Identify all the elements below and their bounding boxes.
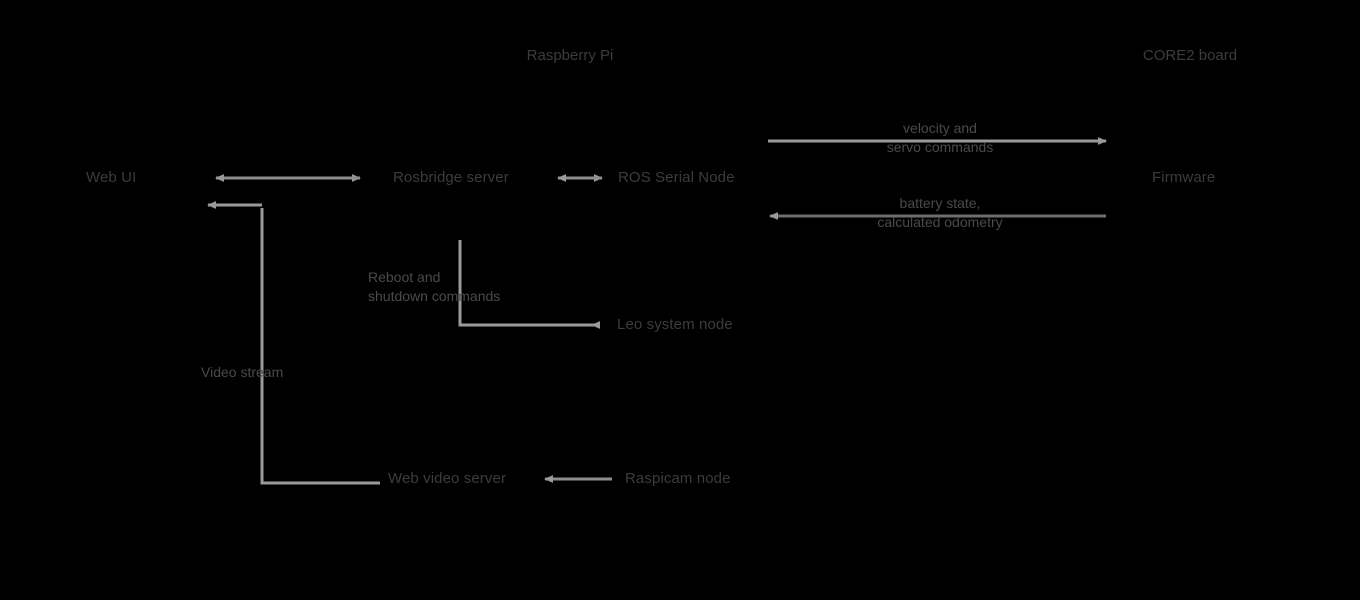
edge-label-velocity-servo-line2: servo commands xyxy=(886,139,994,155)
edge-label-video-stream: Video stream xyxy=(201,364,284,380)
edge-label-battery-odometry-line1: battery state, xyxy=(899,195,981,211)
node-web-ui[interactable]: Web UI xyxy=(86,169,137,186)
node-ros-serial-node[interactable]: ROS Serial Node xyxy=(618,169,735,186)
node-web-video-server[interactable]: Web video server xyxy=(388,470,507,487)
node-rosbridge-server[interactable]: Rosbridge server xyxy=(393,169,509,186)
group-title-raspberry-pi: Raspberry Pi xyxy=(526,47,614,64)
edge-label-reboot-shutdown: Reboot and shutdown commands xyxy=(368,268,552,306)
edge-label-reboot-shutdown-line1: Reboot and xyxy=(368,269,441,285)
node-firmware[interactable]: Firmware xyxy=(1152,169,1216,186)
edge-label-velocity-servo: velocity and servo commands xyxy=(810,119,1070,157)
edge-label-battery-odometry: battery state, calculated odometry xyxy=(790,194,1090,232)
edge-video-stream xyxy=(207,201,380,485)
node-leo-system-node[interactable]: Leo system node xyxy=(617,316,733,333)
edge-label-battery-odometry-line2: calculated odometry xyxy=(877,214,1003,230)
group-title-core2-board: CORE2 board xyxy=(1142,47,1238,64)
edge-reboot-shutdown xyxy=(458,240,600,329)
edge-label-reboot-shutdown-line2: shutdown commands xyxy=(368,288,501,304)
edge-label-velocity-servo-line1: velocity and xyxy=(903,120,977,136)
node-raspicam-node[interactable]: Raspicam node xyxy=(625,470,731,487)
